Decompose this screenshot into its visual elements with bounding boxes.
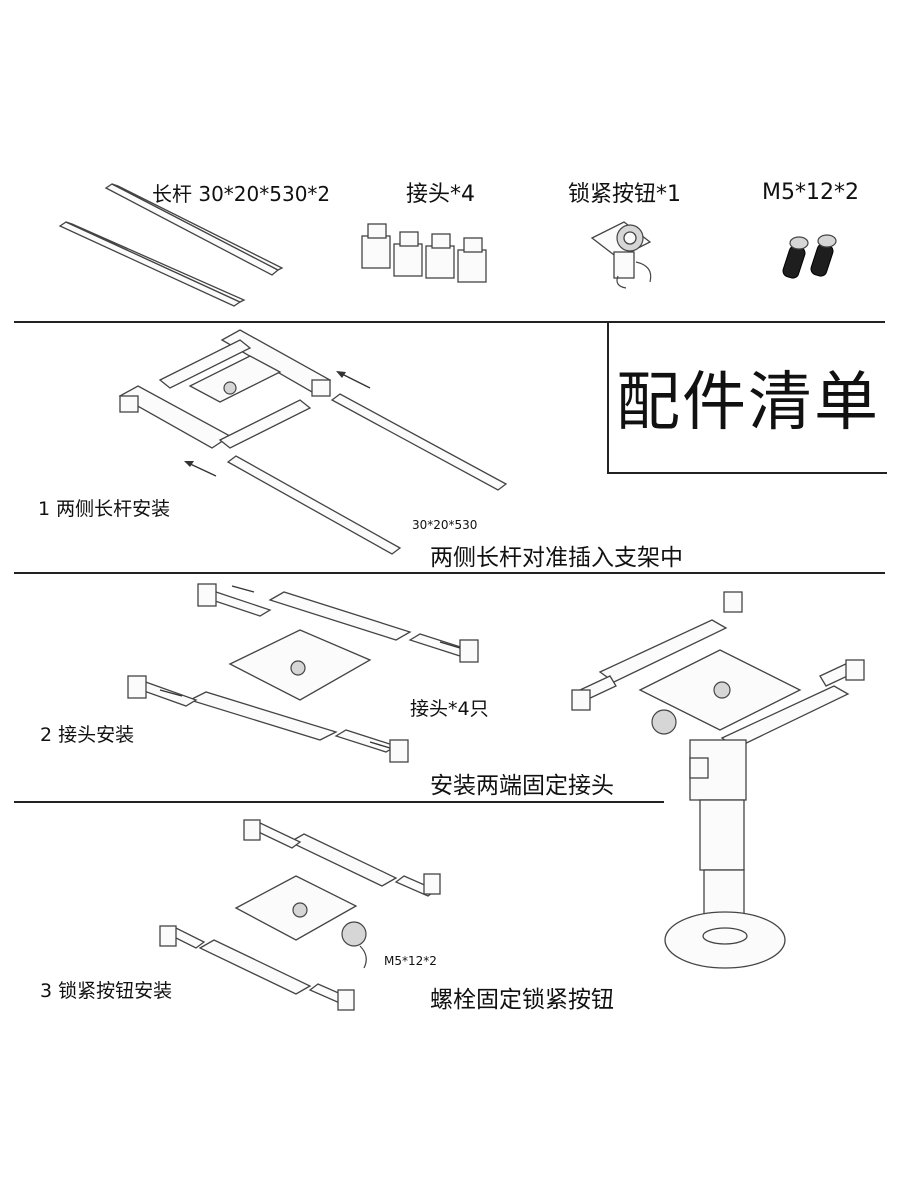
divider-top [14, 321, 885, 323]
divider-step1 [14, 572, 885, 574]
bolt-parts-illustration [782, 234, 837, 279]
step2-caption: 安装两端固定接头 [430, 773, 614, 799]
rod-label: 长杆 30*20*530*2 [152, 182, 331, 206]
page-title: 配件清单 [616, 366, 880, 440]
divider-step2 [14, 801, 664, 803]
step3-caption: 螺栓固定锁紧按钮 [430, 987, 614, 1013]
step1-caption: 两侧长杆对准插入支架中 [430, 545, 683, 571]
connector-parts-illustration [361, 223, 487, 283]
rod-parts-illustration [58, 183, 284, 307]
bolt-label: M5*12*2 [762, 180, 859, 205]
step2-connector-note: 接头*4只 [410, 698, 489, 720]
lock-button-parts-illustration [590, 221, 652, 289]
step3-label: 3 锁紧按钮安装 [40, 980, 173, 1002]
step1-frame-illustration [118, 329, 508, 555]
step2-label: 2 接头安装 [40, 724, 135, 746]
title-box: 配件清单 [607, 322, 887, 474]
step2-frame-illustration [127, 583, 479, 763]
connector-label: 接头*4 [406, 182, 475, 207]
step3-frame-illustration [159, 819, 441, 1011]
step1-dimension: 30*20*530 [412, 518, 478, 532]
assembled-table-leg-illustration [571, 591, 865, 969]
lock-button-label: 锁紧按钮*1 [568, 182, 681, 207]
step1-label: 1 两侧长杆安装 [38, 498, 171, 520]
step3-bolt-note: M5*12*2 [384, 954, 437, 968]
